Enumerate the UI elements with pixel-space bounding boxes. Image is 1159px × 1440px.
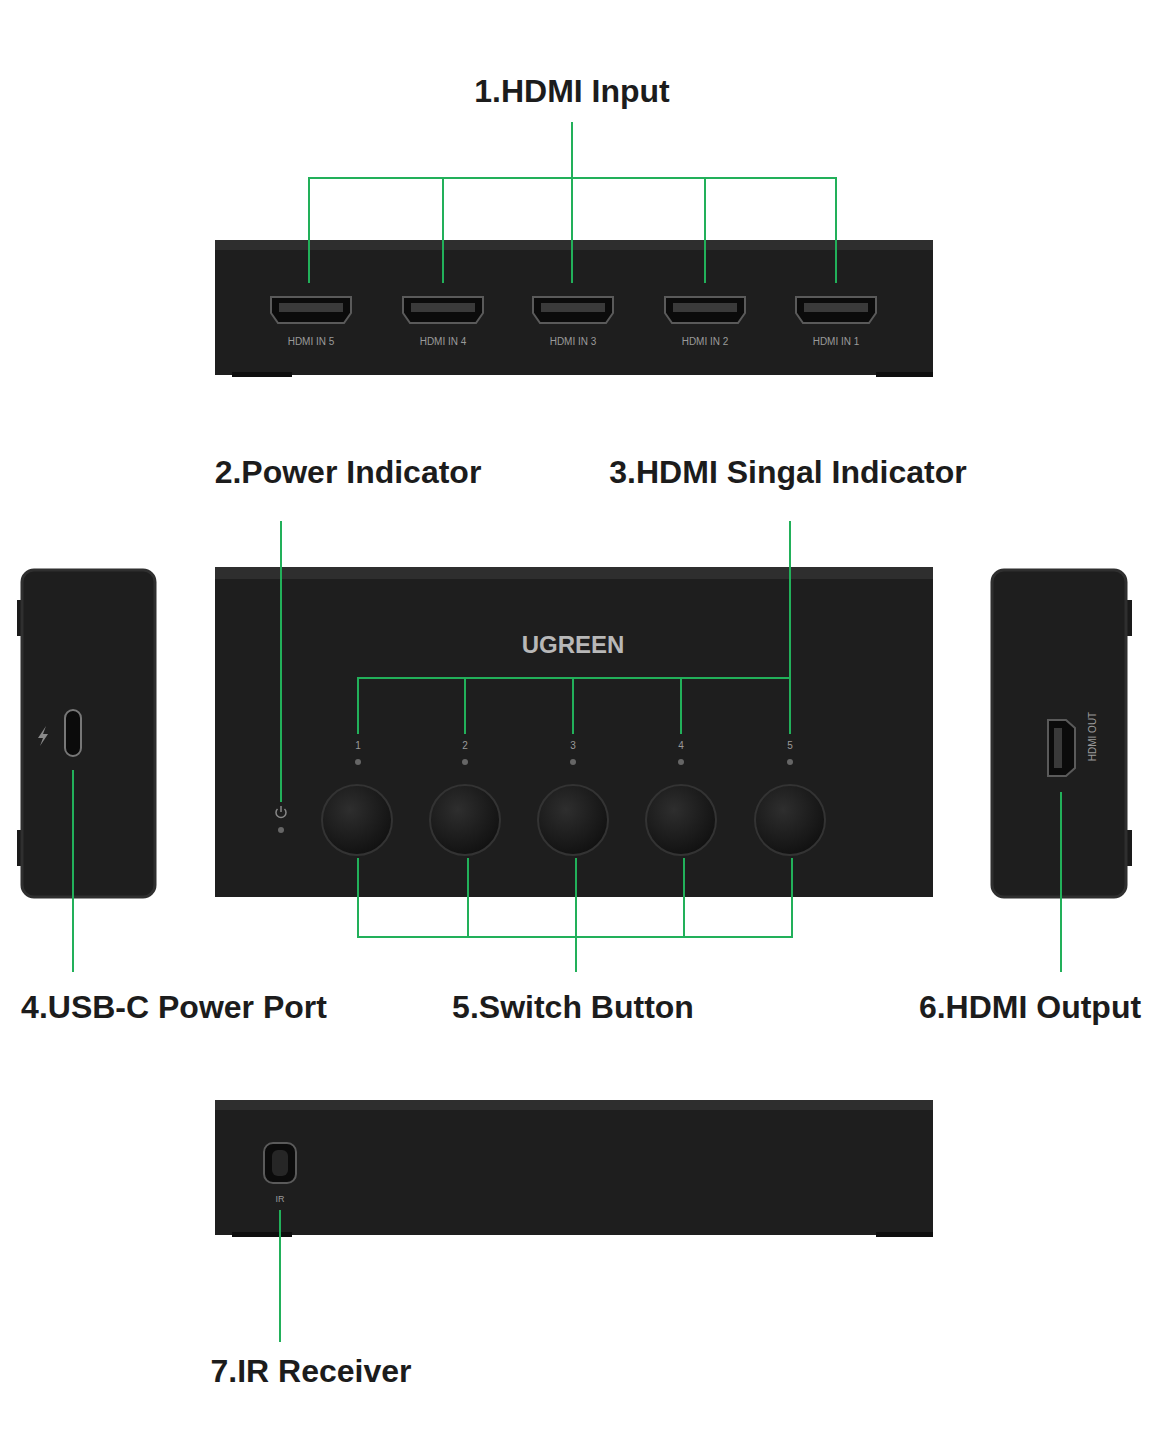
rear-view [215, 240, 933, 377]
foot [232, 1232, 292, 1237]
channel-number: 5 [787, 740, 793, 751]
port-pins [279, 303, 343, 312]
leader-line [358, 521, 790, 734]
port-pins [541, 303, 605, 312]
channel-number: 4 [678, 740, 684, 751]
brand-logo: UGREEN [522, 632, 625, 658]
channel-number: 2 [462, 740, 468, 751]
housing [992, 570, 1126, 897]
callout-label: 4.USB-C Power Port [21, 990, 327, 1025]
lightning-icon [38, 726, 48, 746]
leader-line [309, 122, 836, 283]
port-pins [1054, 728, 1062, 768]
port-label: HDMI IN 3 [550, 336, 597, 347]
leader-line [358, 858, 792, 972]
leader-line [1060, 792, 1062, 972]
switch-button [755, 785, 825, 855]
callout-label: 2.Power Indicator [215, 455, 482, 490]
callout-label: 6.HDMI Output [919, 990, 1141, 1025]
usb-c-port [65, 710, 81, 756]
ir-window [264, 1143, 296, 1183]
switch-button [538, 785, 608, 855]
foot [876, 1232, 933, 1237]
power-symbol [280, 806, 282, 812]
port-label: HDMI IN 4 [420, 336, 467, 347]
switch-button [430, 785, 500, 855]
switch-button [322, 785, 392, 855]
leader-line [279, 1210, 281, 1342]
hdmi-port [796, 297, 876, 323]
hdmi-port [533, 297, 613, 323]
port-label: HDMI IN 2 [682, 336, 729, 347]
power-led [278, 827, 284, 833]
foot [876, 372, 933, 377]
housing-edge [215, 240, 933, 250]
signal-led [570, 759, 576, 765]
port-label: HDMI IN 1 [813, 336, 860, 347]
port-pins [673, 303, 737, 312]
port-pins [804, 303, 868, 312]
port-label: IR [276, 1195, 285, 1205]
channel-number: 3 [570, 740, 576, 751]
channel-number: 1 [355, 740, 361, 751]
housing [22, 570, 155, 897]
callout-label: 3.HDMI Singal Indicator [609, 455, 966, 490]
signal-led [355, 759, 361, 765]
housing-edge [215, 1100, 933, 1110]
switch-button [646, 785, 716, 855]
port-label: HDMI IN 5 [288, 336, 335, 347]
hdmi-port [665, 297, 745, 323]
signal-led [462, 759, 468, 765]
housing [215, 240, 933, 375]
callout-label: 5.Switch Button [452, 990, 694, 1025]
leader-line [280, 521, 282, 802]
housing-edge [215, 567, 933, 579]
port-label: HDMI OUT [1087, 711, 1098, 760]
signal-led [787, 759, 793, 765]
foot [232, 372, 292, 377]
ir-side-view [215, 1100, 933, 1237]
left-side-view [17, 570, 155, 897]
callout-label: 7.IR Receiver [210, 1354, 411, 1389]
callout-label: 1.HDMI Input [474, 74, 670, 109]
signal-led [678, 759, 684, 765]
housing [215, 1100, 933, 1235]
hdmi-port [403, 297, 483, 323]
hdmi-port [271, 297, 351, 323]
leader-line [72, 770, 74, 972]
leader-lines [73, 122, 1061, 1342]
hdmi-port [1048, 720, 1075, 776]
port-pins [411, 303, 475, 312]
ir-lens [272, 1150, 288, 1176]
